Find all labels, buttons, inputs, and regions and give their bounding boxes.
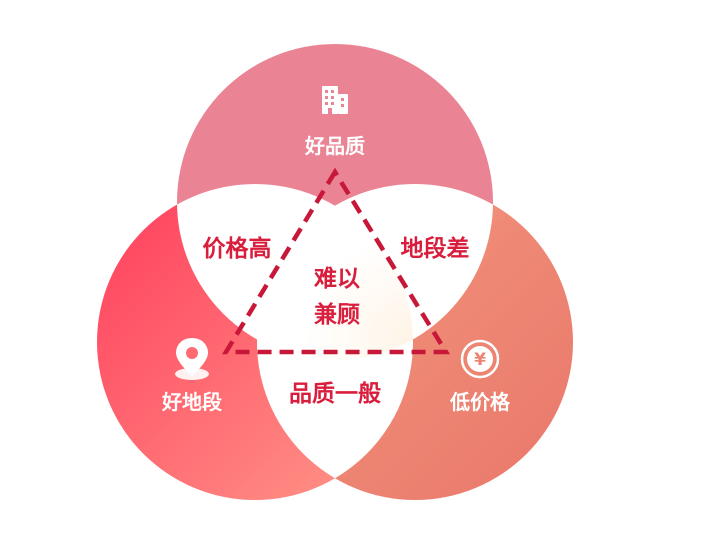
center-line-1: 难以 <box>313 266 360 292</box>
yen-coin-icon: ¥ <box>460 339 500 379</box>
circle-top-label: 好品质 <box>304 134 365 158</box>
center-region <box>257 184 413 360</box>
circle-left-label: 好地段 <box>161 390 222 414</box>
location-pin-icon <box>175 338 209 380</box>
circle-right-label: 低价格 <box>449 390 511 414</box>
svg-text:¥: ¥ <box>474 350 486 370</box>
building-icon <box>322 86 348 114</box>
overlap-top-left-label: 价格高 <box>203 235 272 262</box>
overlap-top-right-label: 地段差 <box>401 235 470 262</box>
center-line-2: 兼顾 <box>314 301 360 328</box>
dashed-triangle <box>222 167 451 355</box>
overlap-bottom-label: 品质一般 <box>289 380 381 407</box>
